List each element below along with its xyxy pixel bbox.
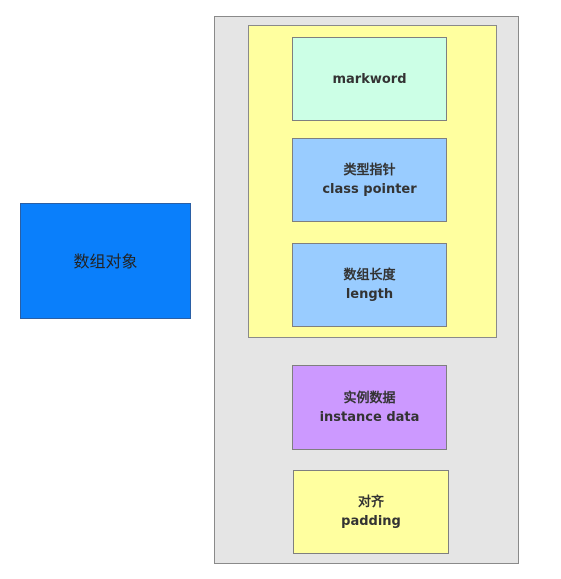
padding-cn-text: 对齐 xyxy=(357,495,384,510)
array-length-cn-text: 数组长度 xyxy=(343,268,396,283)
markword-label: markword xyxy=(293,38,446,120)
padding-label: 对齐 padding xyxy=(294,471,448,553)
class-pointer-label: 类型指针 class pointer xyxy=(293,139,446,221)
array-object-text: 数组对象 xyxy=(73,251,138,271)
array-length-en-text: length xyxy=(345,287,394,302)
markword-box: markword xyxy=(292,37,447,121)
instance-data-box: 实例数据 instance data xyxy=(292,365,447,450)
instance-data-en-text: instance data xyxy=(319,409,420,425)
class-pointer-cn-text: 类型指针 xyxy=(343,163,396,178)
array-length-box: 数组长度 length xyxy=(292,243,447,327)
padding-en-text: padding xyxy=(341,514,401,529)
array-length-label: 数组长度 length xyxy=(293,244,446,326)
padding-box: 对齐 padding xyxy=(293,470,449,554)
class-pointer-box: 类型指针 class pointer xyxy=(292,138,447,222)
instance-data-label: 实例数据 instance data xyxy=(293,366,446,449)
instance-data-cn-text: 实例数据 xyxy=(343,390,396,406)
array-object-label: 数组对象 xyxy=(21,204,190,318)
class-pointer-en-text: class pointer xyxy=(322,182,417,197)
array-object-box: 数组对象 xyxy=(20,203,191,319)
markword-text: markword xyxy=(332,71,407,87)
